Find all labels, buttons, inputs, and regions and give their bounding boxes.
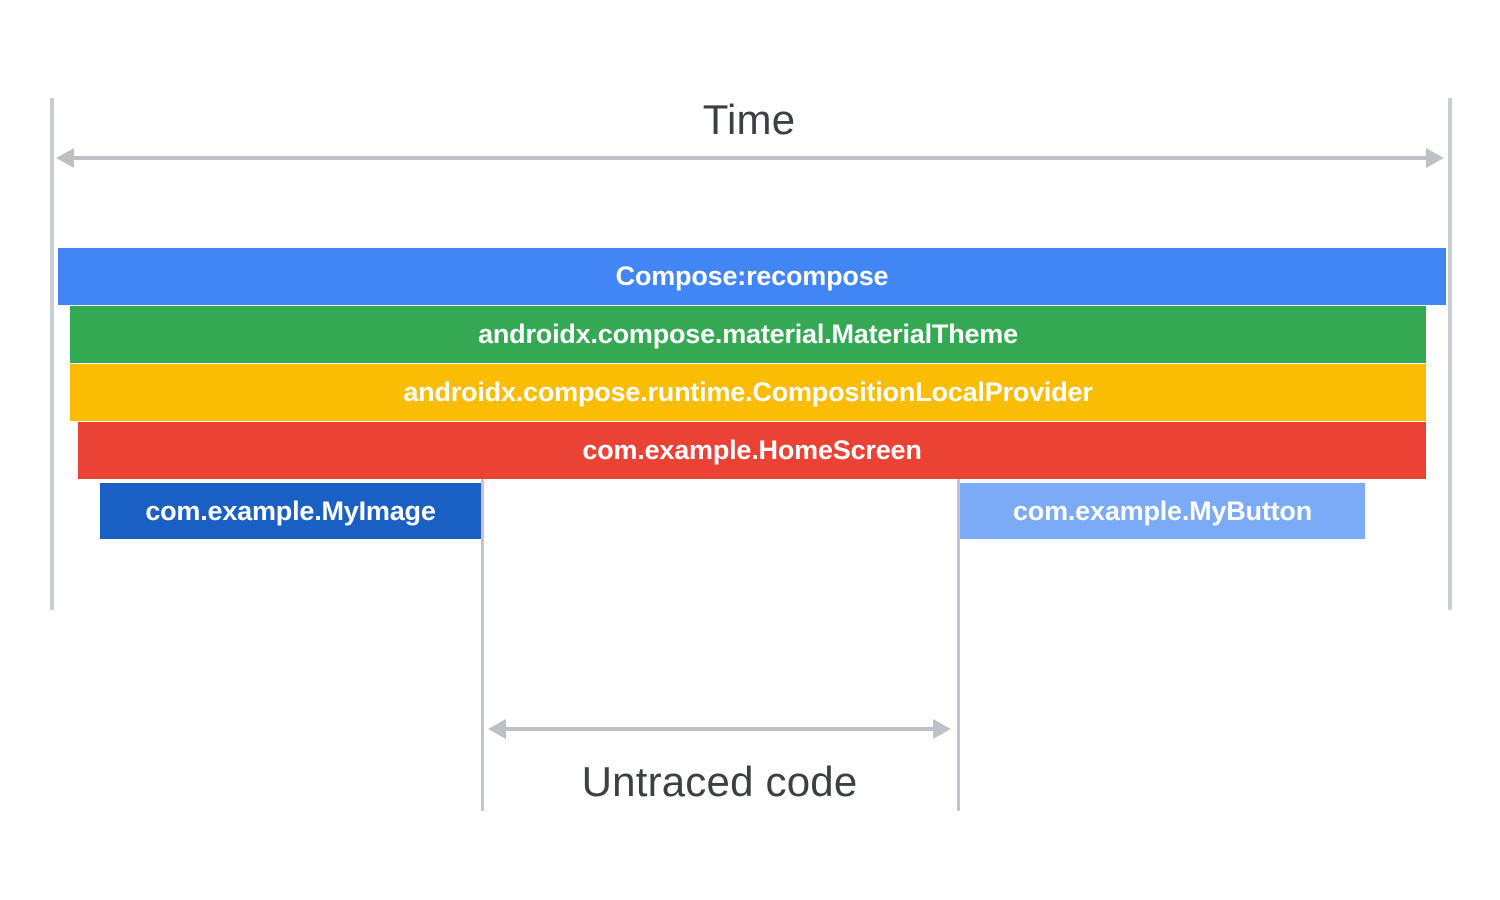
untraced-code-label: Untraced code [581, 758, 858, 805]
trace-bar-label: com.example.MyButton [1012, 495, 1313, 526]
time-double-arrow [56, 148, 1444, 168]
arrow-head-left-icon [488, 719, 506, 739]
trace-bar-label: com.example.MyImage [145, 495, 436, 526]
trace-bar-label: com.example.HomeScreen [582, 435, 922, 465]
trace-bar-label: Compose:recompose [615, 261, 889, 291]
trace-bar-home-screen[interactable]: com.example.HomeScreen [78, 422, 1426, 479]
arrow-head-right-icon [1426, 148, 1444, 168]
trace-bar-material-theme[interactable]: androidx.compose.material.MaterialTheme [70, 306, 1426, 363]
untraced-line-right [957, 479, 960, 811]
trace-bar-my-image[interactable]: com.example.MyImage [100, 483, 481, 539]
trace-bar-label: androidx.compose.runtime.CompositionLoca… [403, 377, 1093, 407]
trace-bar-compose-recompose[interactable]: Compose:recompose [58, 248, 1446, 305]
arrow-shaft [506, 727, 933, 731]
arrow-head-left-icon [56, 148, 74, 168]
time-axis-label: Time [702, 96, 796, 143]
axis-line-right [1448, 98, 1452, 610]
axis-line-left [50, 98, 54, 610]
trace-bar-composition-local-provider[interactable]: androidx.compose.runtime.CompositionLoca… [70, 364, 1426, 421]
untraced-line-left [481, 479, 484, 811]
arrow-head-right-icon [933, 719, 951, 739]
arrow-shaft [74, 156, 1426, 160]
untraced-double-arrow [488, 719, 951, 739]
trace-bar-my-button[interactable]: com.example.MyButton [960, 483, 1365, 539]
trace-bar-label: androidx.compose.material.MaterialTheme [478, 319, 1018, 349]
